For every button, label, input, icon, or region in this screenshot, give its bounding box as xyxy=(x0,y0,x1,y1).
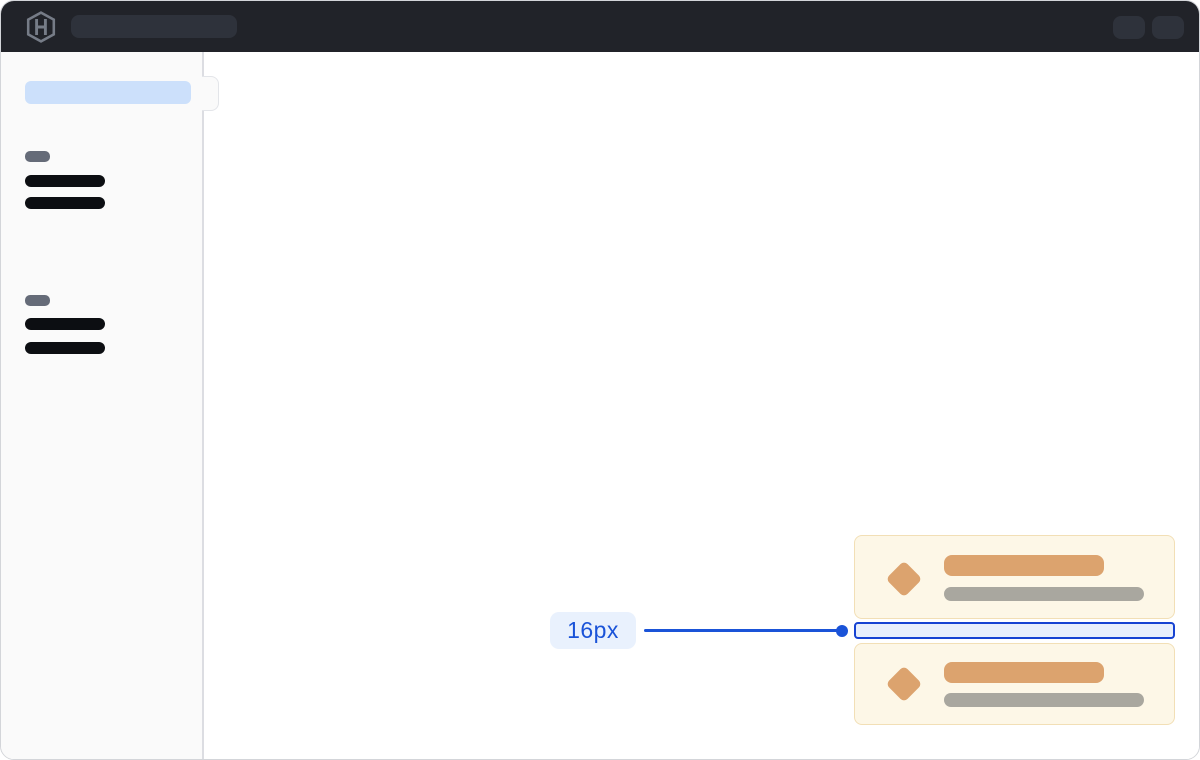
side-navigation xyxy=(1,52,204,759)
hashicorp-logo-icon xyxy=(25,11,56,43)
card-title-skeleton xyxy=(944,555,1104,576)
active-nav-item-skeleton[interactable] xyxy=(25,81,191,104)
spacing-measurement-label: 16px xyxy=(550,612,636,649)
nav-item-skeleton[interactable] xyxy=(25,175,105,187)
search-input-skeleton[interactable] xyxy=(71,15,237,38)
topbar-action-skeleton[interactable] xyxy=(1113,16,1145,39)
card-subtitle-skeleton xyxy=(944,693,1144,707)
sidebar-toggle-tab[interactable] xyxy=(202,76,219,111)
nav-section-label-skeleton xyxy=(25,295,50,306)
alert-card xyxy=(854,643,1175,725)
nav-item-skeleton[interactable] xyxy=(25,197,105,209)
measurement-line xyxy=(644,629,842,632)
card-subtitle-skeleton xyxy=(944,587,1144,601)
topbar-action-skeleton[interactable] xyxy=(1152,16,1184,39)
diamond-icon xyxy=(885,560,923,598)
nav-section-label-skeleton xyxy=(25,151,50,162)
nav-item-skeleton[interactable] xyxy=(25,318,105,330)
card-title-skeleton xyxy=(944,662,1104,683)
nav-item-skeleton[interactable] xyxy=(25,342,105,354)
cards-group xyxy=(854,535,1175,726)
main-content-area xyxy=(204,52,1199,759)
diamond-icon xyxy=(885,665,923,703)
margin-gap-highlight xyxy=(854,622,1175,639)
alert-card xyxy=(854,535,1175,619)
measurement-line-endpoint-dot xyxy=(836,625,848,637)
top-navigation-bar xyxy=(1,1,1199,52)
